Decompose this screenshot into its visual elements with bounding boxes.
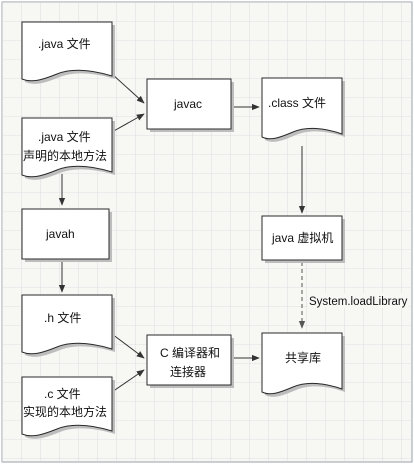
- node-c-file-line2: 实现的本地方法: [23, 404, 107, 419]
- node-java-file-label: .java 文件: [38, 36, 91, 51]
- node-jvm: java 虚拟机: [261, 215, 345, 263]
- node-c-compiler-line1: C 编译器和: [160, 345, 220, 360]
- node-javah-label: javah: [45, 227, 75, 241]
- node-java-native: .java 文件 声明的本地方法: [21, 117, 115, 180]
- node-c-file-line1: .c 文件: [44, 386, 81, 401]
- node-java-file: .java 文件: [21, 21, 115, 84]
- edge-label-background: [308, 293, 408, 308]
- node-javac: javac: [146, 78, 234, 132]
- arrow-c-to-compiler: [111, 369, 145, 393]
- node-class-file-label: .class 文件: [268, 95, 326, 110]
- node-jvm-label: java 虚拟机: [271, 231, 333, 245]
- node-java-native-line2: 声明的本地方法: [23, 148, 107, 163]
- arrow-java-file-to-javac: [111, 73, 145, 104]
- arrow-native-to-javac: [111, 113, 145, 133]
- node-h-file-label: .h 文件: [44, 310, 81, 325]
- node-javah: javah: [21, 208, 112, 262]
- node-class-file: .class 文件: [261, 77, 345, 142]
- node-java-native-line1: .java 文件: [38, 129, 91, 144]
- arrow-h-to-compiler: [111, 333, 145, 359]
- node-javac-label: javac: [173, 97, 202, 111]
- edge-label-load-library: System.loadLibrary: [309, 296, 408, 308]
- node-c-compiler-line2: 连接器: [170, 364, 206, 379]
- node-h-file: .h 文件: [21, 294, 115, 357]
- node-c-compiler: C 编译器和 连接器: [146, 334, 234, 388]
- node-shared-lib-label: 共享库: [285, 350, 321, 365]
- node-c-file: .c 文件 实现的本地方法: [21, 376, 115, 439]
- node-shared-lib: 共享库: [261, 332, 345, 397]
